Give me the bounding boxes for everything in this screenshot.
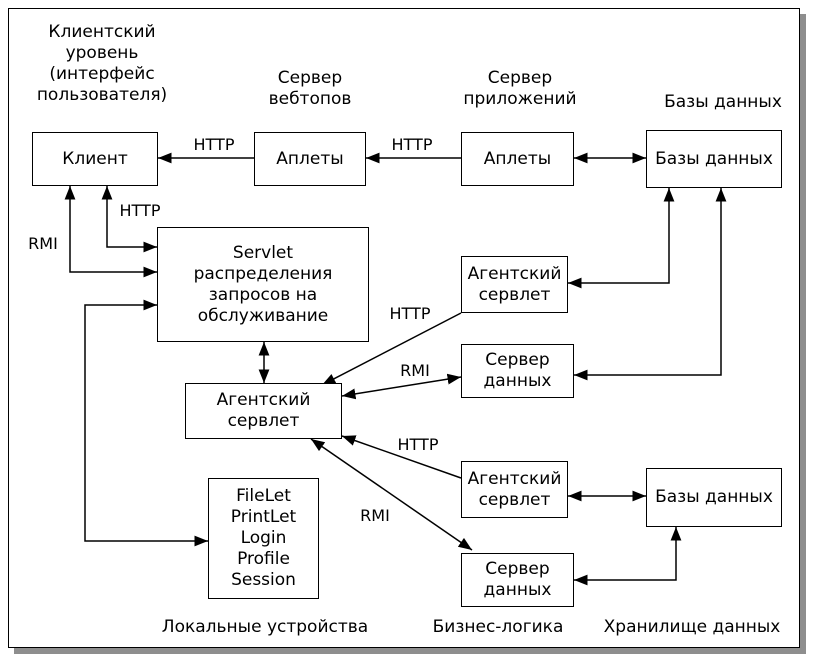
data-server-2-box: Сервер данных [461, 553, 574, 607]
client-box: Клиент [32, 132, 158, 186]
header-databases: Базы данных [664, 92, 782, 112]
applets-web-box: Аплеты [254, 132, 366, 186]
header-app-server: Сервер приложений [463, 68, 577, 109]
frame-shadow-right [800, 14, 806, 654]
label-rmi-client: RMI [28, 234, 58, 253]
arrow-main-data2 [310, 438, 473, 551]
arrow-servlet-local-devices [84, 299, 208, 547]
label-http-app-web: HTTP [391, 135, 433, 154]
arrow-agent1-main [321, 312, 462, 386]
arrow-db-top-data1 [574, 188, 727, 381]
footer-business-logic: Бизнес-логика [432, 617, 564, 637]
databases-bottom-box: Базы данных [646, 468, 782, 527]
agent-servlet-2-box: Агентский сервлет [461, 461, 568, 518]
label-rmi-data2: RMI [360, 506, 390, 525]
label-rmi-data1: RMI [400, 361, 430, 380]
footer-data-storage: Хранилище данных [603, 617, 781, 637]
header-web-server: Сервер вебтопов [268, 68, 352, 109]
label-http-agent2: HTTP [397, 435, 439, 454]
applets-app-box: Аплеты [461, 132, 574, 186]
frame-shadow-bottom [14, 648, 806, 654]
servlet-dispatch-box: Servlet распределения запросов на обслуж… [157, 227, 369, 342]
label-http-client-servlet: HTTP [119, 201, 161, 220]
header-client-level: Клиентский уровень (интерфейс пользовате… [36, 22, 168, 105]
arrow-main-data1 [341, 373, 462, 400]
local-devices-box: FileLet PrintLet Login Profile Session [208, 478, 319, 599]
arrow-db-bottom-data2 [574, 527, 682, 586]
databases-top-box: Базы данных [646, 130, 782, 188]
agent-servlet-main-box: Агентский сервлет [185, 383, 342, 439]
arrow-client-servlet-rmi [64, 186, 157, 278]
agent-servlet-1-box: Агентский сервлет [461, 256, 568, 313]
arrow-db-top-agent1 [568, 188, 675, 289]
label-http-web-client: HTTP [193, 135, 235, 154]
footer-local-devices: Локальные устройства [161, 617, 369, 637]
data-server-1-box: Сервер данных [461, 344, 574, 398]
label-http-agent1: HTTP [389, 304, 431, 323]
